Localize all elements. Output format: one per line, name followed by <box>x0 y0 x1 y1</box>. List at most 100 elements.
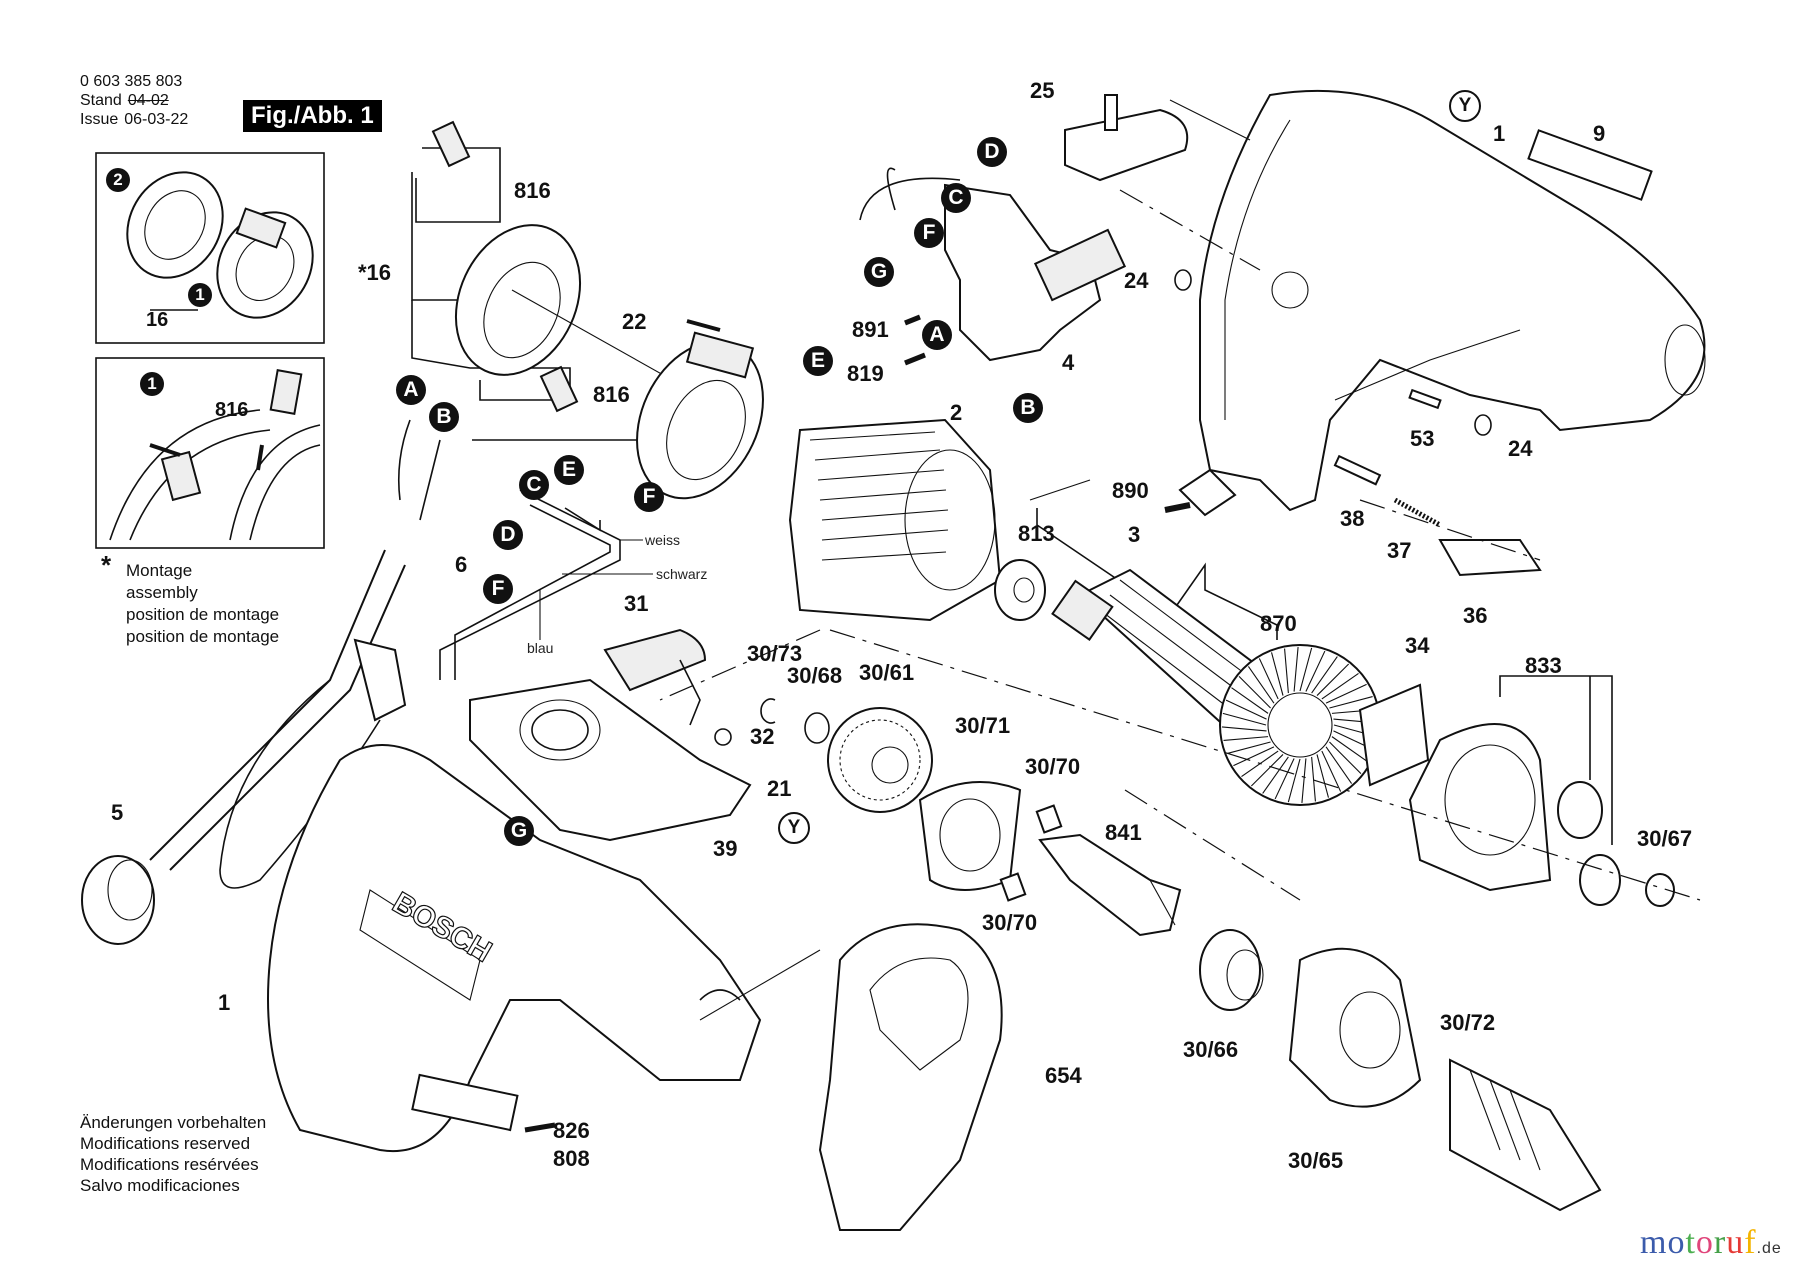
part-label-870: 870 <box>1260 611 1297 636</box>
fan-blade <box>1325 746 1353 784</box>
callout-b-cord: B <box>429 402 459 432</box>
gear-housing-cover <box>469 678 752 842</box>
power-cord <box>81 419 441 945</box>
fan-blade <box>1284 648 1289 694</box>
part-label-30-65: 30/65 <box>1288 1148 1344 1173</box>
fan-blade <box>1316 663 1350 696</box>
fan-blade <box>1331 736 1369 763</box>
fan-blade <box>1225 699 1267 720</box>
armature <box>994 508 1381 806</box>
wiring-harness <box>439 489 653 680</box>
watermark-letter: t <box>1685 1224 1696 1261</box>
part-label-30-68: 30/68 <box>787 663 843 688</box>
fan-blade <box>1311 756 1316 802</box>
fan-blade <box>1321 672 1359 700</box>
callout-e-wire: E <box>554 455 584 485</box>
fan-blade <box>1247 666 1275 704</box>
watermark-letter: u <box>1726 1224 1745 1261</box>
part-label-890: 890 <box>1112 478 1149 503</box>
part-label-39: 39 <box>713 836 738 861</box>
switch-assembly <box>859 167 1127 366</box>
gear-housing-plate <box>1408 675 1675 907</box>
part-label-1-housing: 1 <box>1493 121 1506 146</box>
figure-label: Fig./Abb. 1 <box>243 100 382 132</box>
wire-label-weiss: weiss <box>645 532 681 548</box>
callout-c-switch: C <box>941 183 971 213</box>
callout-y-wire: Y <box>778 812 810 844</box>
part-label-37: 37 <box>1387 538 1412 563</box>
stand-label: Stand <box>80 92 122 109</box>
part-label-30-67: 30/67 <box>1637 826 1693 851</box>
part-label-21: 21 <box>767 776 792 801</box>
wire-label-schwarz: schwarz <box>656 566 708 582</box>
fan-blade <box>1250 754 1284 787</box>
part-label-816-bottom: 816 <box>593 382 630 407</box>
fan-blade <box>1287 758 1301 803</box>
fan-blade <box>1262 756 1289 794</box>
fan-blade <box>1222 712 1267 726</box>
part-label-1-body: 1 <box>218 990 231 1015</box>
assembly-star-symbol: * <box>101 550 112 580</box>
watermark-logo[interactable]: motoruf.de <box>1640 1224 1782 1262</box>
gear-selector-parts <box>603 628 933 813</box>
fan-blade <box>1238 675 1271 709</box>
issue-date: 06-03-22 <box>124 111 189 128</box>
drill-housing-left: BOSCH <box>267 744 762 1153</box>
fan-blade <box>1227 741 1271 754</box>
part-label-6: 6 <box>455 552 468 577</box>
callout-f-brush: F <box>634 482 664 512</box>
part-label-808: 808 <box>553 1146 590 1171</box>
fan-blade <box>1321 750 1342 792</box>
part-label-38: 38 <box>1340 506 1365 531</box>
callout-f-wire: F <box>483 574 513 604</box>
housing-half-right <box>1199 89 1706 512</box>
inset-top-step-2: 2 <box>106 168 130 192</box>
part-label-826: 826 <box>553 1118 590 1143</box>
callout-d-switch: D <box>977 137 1007 167</box>
assembly-note-line: Montage <box>126 561 193 580</box>
watermark-letter: r <box>1713 1224 1727 1261</box>
part-label-654: 654 <box>1045 1063 1082 1088</box>
callout-y-housing: Y <box>1449 90 1481 122</box>
part-label-16: *16 <box>358 260 392 285</box>
part-label-30-61: 30/61 <box>859 660 915 685</box>
small-parts-right <box>1164 269 1542 577</box>
part-label-5: 5 <box>111 800 124 825</box>
part-label-30-70-bottom: 30/70 <box>982 910 1038 935</box>
fan-blade <box>1299 647 1313 692</box>
part-label-819: 819 <box>847 361 884 386</box>
callout-g-switch: G <box>864 257 894 287</box>
fan-blade <box>1329 741 1362 775</box>
part-label-24-bottom: 24 <box>1508 436 1533 461</box>
part-label-4: 4 <box>1062 350 1075 375</box>
part-label-53: 53 <box>1410 426 1435 451</box>
fan-blade <box>1271 652 1284 696</box>
note-es: Salvo modificaciones <box>80 1176 240 1195</box>
inset-bottom-step-1: 1 <box>140 372 164 396</box>
part-label-30-70-top: 30/70 <box>1025 754 1081 779</box>
fan-blade <box>1274 758 1295 800</box>
inset-top-brush-rings <box>126 171 314 319</box>
part-label-25: 25 <box>1030 78 1055 103</box>
watermark-tld: .de <box>1756 1240 1782 1257</box>
part-label-30-73: 30/73 <box>747 641 803 666</box>
part-number: 0 603 385 803 <box>80 73 183 90</box>
inset-top-step-1: 1 <box>188 283 212 307</box>
part-label-2: 2 <box>950 400 963 425</box>
callout-c-wire: C <box>519 470 549 500</box>
document-header: 0 603 385 803 Stand 04-02 Issue 06-03-22 <box>80 72 188 129</box>
callout-e-brush: E <box>803 346 833 376</box>
wire-label-blau: blau <box>527 640 554 656</box>
part-label-9: 9 <box>1593 121 1606 146</box>
fan-blade <box>1301 758 1307 804</box>
modification-notes: Änderungen vorbehalten Modifications res… <box>80 1112 266 1196</box>
watermark-letter: o <box>1695 1224 1714 1261</box>
fan-blade <box>1231 687 1269 714</box>
watermark-name: motoruf <box>1640 1224 1757 1261</box>
part-label-816-top: 816 <box>514 178 551 203</box>
inset-bottom-brush-holders <box>109 369 321 541</box>
fan-blade <box>1305 650 1326 692</box>
inset-top-part-label: 16 <box>146 309 169 331</box>
fan-blade <box>1325 683 1367 704</box>
fan-blade <box>1258 658 1279 700</box>
